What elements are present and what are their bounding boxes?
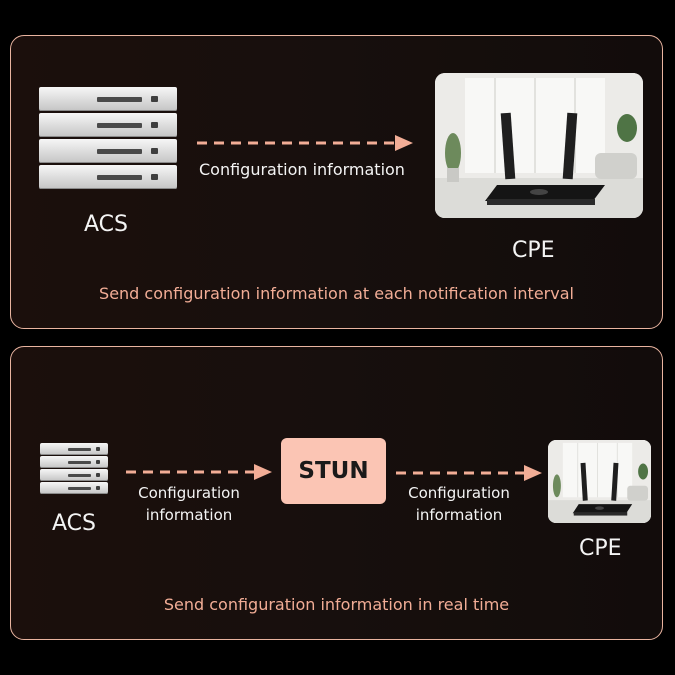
arrow-label-1-line-2: information (145, 506, 233, 524)
arrow-label-2-line-1: Configuration (408, 484, 510, 502)
dashed-arrow-icon (396, 465, 542, 481)
stun-label: STUN (298, 458, 369, 484)
dashed-arrow-icon (197, 135, 413, 151)
cpe-label: CPE (512, 238, 555, 263)
dashed-arrow-icon (126, 464, 272, 480)
arrow-label-2-line-2: information (415, 506, 503, 524)
arrow-label-1-line-1: Configuration (138, 484, 240, 502)
cpe-label: CPE (579, 536, 622, 561)
cpe-router-photo-icon (435, 73, 643, 218)
acs-server-icon (39, 87, 177, 189)
arrow-label: Configuration information (199, 160, 405, 179)
real-time-panel: ACS Configuration information STUN Confi… (10, 346, 663, 640)
cpe-router-photo-icon (548, 440, 651, 523)
notification-interval-panel: ACS Configuration information CPE Send c… (10, 35, 663, 329)
arrow-label-1: Configuration information (129, 482, 249, 526)
panel-caption: Send configuration information at each n… (99, 284, 574, 303)
arrow-label-2: Configuration information (399, 482, 519, 526)
acs-server-icon (40, 443, 108, 494)
acs-label: ACS (52, 511, 96, 536)
acs-label: ACS (84, 212, 128, 237)
stun-server-box: STUN (281, 438, 386, 504)
panel-caption: Send configuration information in real t… (163, 595, 510, 614)
